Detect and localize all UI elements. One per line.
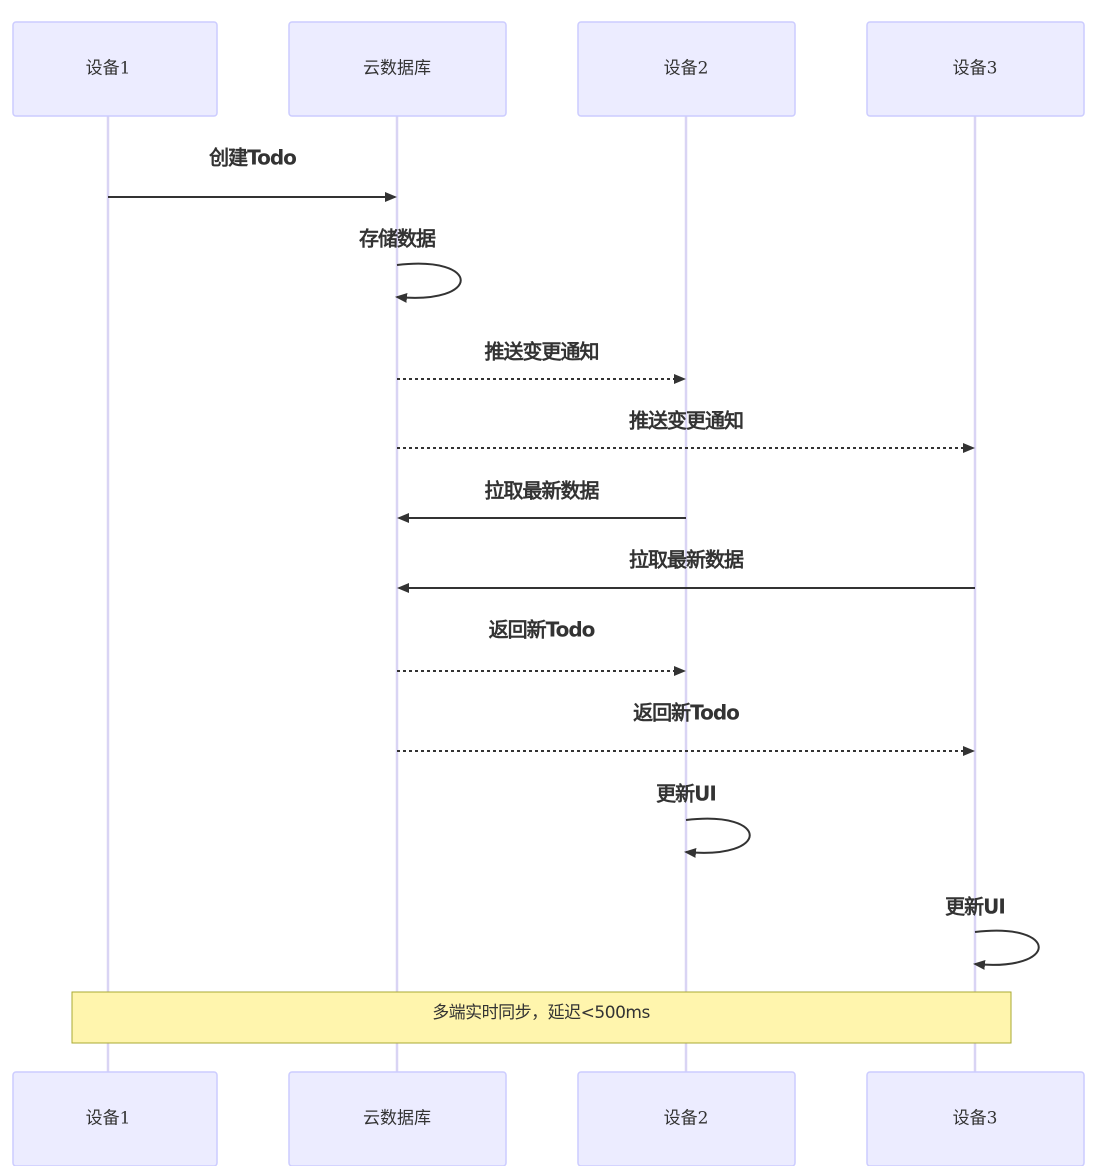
message-10: 更新UI <box>945 895 1040 970</box>
message-7: 返回新Todo <box>397 618 686 676</box>
message-label: 创建Todo <box>208 146 296 170</box>
note-text: 多端实时同步，延迟<500ms <box>432 1003 650 1023</box>
actor-box <box>12 1071 218 1166</box>
actor-label: 设备3 <box>953 1109 998 1129</box>
message-9: 更新UI <box>656 782 751 858</box>
message-label: 拉取最新数据 <box>629 548 744 572</box>
note: 多端实时同步，延迟<500ms <box>71 991 1012 1044</box>
message-4: 推送变更通知 <box>397 409 975 453</box>
actor-d1-top[interactable]: 设备1 <box>12 21 218 117</box>
message-label: 拉取最新数据 <box>485 479 600 503</box>
self-message-arrow <box>973 929 1040 970</box>
message-label: 更新UI <box>945 895 1005 919</box>
actor-d3-top[interactable]: 设备3 <box>866 21 1085 117</box>
actor-label: 设备2 <box>664 1109 709 1129</box>
actor-db-top[interactable]: 云数据库 <box>288 21 507 117</box>
actor-box <box>866 21 1085 117</box>
message-3: 推送变更通知 <box>397 340 686 384</box>
actor-box <box>577 21 796 117</box>
actor-label: 云数据库 <box>363 1109 431 1129</box>
message-5: 拉取最新数据 <box>397 479 686 523</box>
actor-label: 设备1 <box>86 59 131 79</box>
actor-box <box>12 21 218 117</box>
note-box <box>71 991 1012 1044</box>
message-6: 拉取最新数据 <box>397 548 975 593</box>
actor-label: 设备3 <box>953 59 998 79</box>
self-message-arrow <box>395 262 462 303</box>
message-1: 创建Todo <box>108 146 397 202</box>
message-label: 更新UI <box>656 782 716 806</box>
message-label: 推送变更通知 <box>629 409 743 433</box>
actor-label: 云数据库 <box>363 59 431 79</box>
actor-box <box>288 21 507 117</box>
actor-box <box>577 1071 796 1166</box>
actor-d2-bottom[interactable]: 设备2 <box>577 1071 796 1166</box>
actor-db-bottom[interactable]: 云数据库 <box>288 1071 507 1166</box>
message-label: 推送变更通知 <box>485 340 599 364</box>
self-message-arrow <box>684 817 751 858</box>
actor-box <box>288 1071 507 1166</box>
actor-d3-bottom[interactable]: 设备3 <box>866 1071 1085 1166</box>
actor-label: 设备1 <box>86 1109 131 1129</box>
actor-d1-bottom[interactable]: 设备1 <box>12 1071 218 1166</box>
message-label: 存储数据 <box>359 227 436 251</box>
message-2: 存储数据 <box>359 227 462 303</box>
message-8: 返回新Todo <box>397 701 975 756</box>
actor-label: 设备2 <box>664 59 709 79</box>
actor-d2-top[interactable]: 设备2 <box>577 21 796 117</box>
actor-box <box>866 1071 1085 1166</box>
message-label: 返回新Todo <box>489 618 595 642</box>
message-label: 返回新Todo <box>633 701 739 725</box>
